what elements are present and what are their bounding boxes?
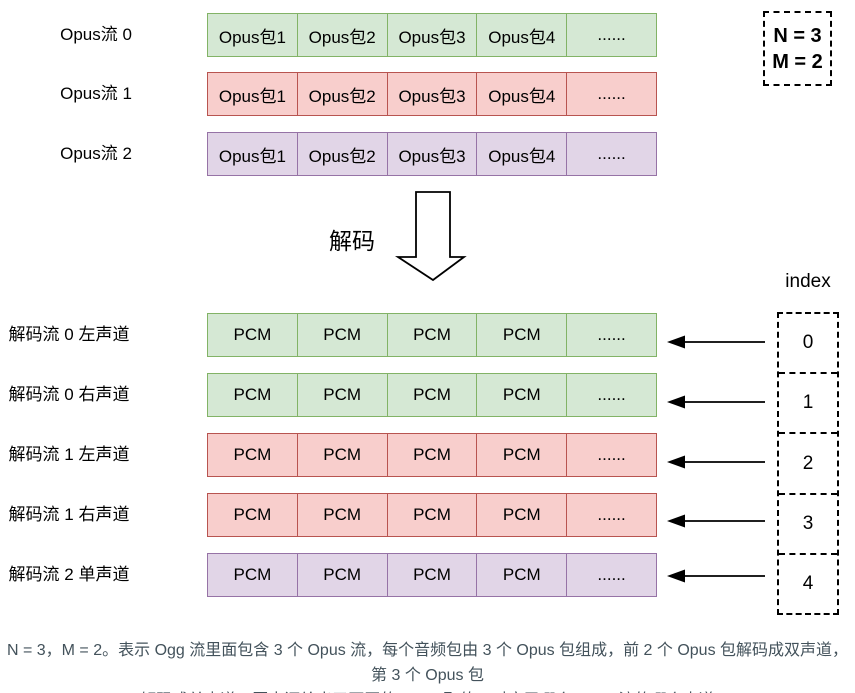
caption-line-1: N = 3，M = 2。表示 Ogg 流里面包含 3 个 Opus 流，每个音频… — [6, 642, 849, 684]
pcm-cell-ellipsis: ...... — [566, 434, 656, 476]
pcm-cell: PCM — [296, 314, 387, 356]
opus-packet-cell: Opus包4 — [476, 14, 566, 56]
opus-packet-cell: Opus包3 — [386, 133, 477, 175]
pcm-cell: PCM — [296, 434, 387, 476]
pcm-cell: PCM — [386, 494, 477, 536]
param-m: M = 2 — [772, 50, 823, 73]
opus-packet-cell: Opus包2 — [296, 14, 387, 56]
pcm-bar-0R: PCM PCM PCM PCM ...... — [207, 373, 657, 417]
index-arrow-icon — [667, 335, 765, 583]
pcm-cell: PCM — [386, 314, 477, 356]
opus-stream-2-bar: Opus包1 Opus包2 Opus包3 Opus包4 ...... — [207, 132, 657, 176]
pcm-cell: PCM — [296, 494, 387, 536]
opus-packet-cell: Opus包1 — [218, 146, 286, 166]
pcm-cell-ellipsis: ...... — [566, 314, 656, 356]
opus-packet-cell-ellipsis: ...... — [566, 14, 656, 56]
opus-packet-cell: Opus包2 — [296, 133, 387, 175]
opus-stream-0-label: Opus流 0 — [60, 25, 132, 44]
index-cell: 0 — [779, 314, 837, 375]
pcm-cell: PCM — [233, 385, 272, 404]
opus-packet-cell-ellipsis: ...... — [566, 133, 656, 175]
param-n: N = 3 — [773, 24, 822, 47]
decoded-stream-0L-label: 解码流 0 左声道 — [8, 325, 130, 344]
pcm-cell-ellipsis: ...... — [566, 494, 656, 536]
pcm-cell: PCM — [296, 374, 387, 416]
opus-packet-cell-ellipsis: ...... — [566, 73, 656, 115]
pcm-bar-1R: PCM PCM PCM PCM ...... — [207, 493, 657, 537]
index-cell: 2 — [779, 434, 837, 495]
pcm-bar-0L: PCM PCM PCM PCM ...... — [207, 313, 657, 357]
decode-down-arrow-icon — [394, 191, 467, 282]
pcm-cell: PCM — [233, 505, 272, 524]
index-title: index — [785, 271, 831, 292]
opus-stream-2-label: Opus流 2 — [60, 144, 132, 163]
decoded-stream-2M-label: 解码流 2 单声道 — [8, 565, 130, 584]
pcm-cell: PCM — [233, 445, 272, 464]
caption-line-2: 解码成单声道。图中还给出了不同的 index 取值，对应于哪个 Opus 流的哪… — [0, 688, 855, 693]
opus-stream-1-bar: Opus包1 Opus包2 Opus包3 Opus包4 ...... — [207, 72, 657, 116]
index-cell: 3 — [779, 495, 837, 555]
opus-packet-cell: Opus包3 — [386, 14, 477, 56]
pcm-cell: PCM — [386, 434, 477, 476]
pcm-cell: PCM — [233, 325, 272, 344]
pcm-cell-ellipsis: ...... — [566, 374, 656, 416]
opus-packet-cell: Opus包3 — [386, 73, 477, 115]
pcm-cell: PCM — [386, 554, 477, 596]
decoded-stream-1L-label: 解码流 1 左声道 — [8, 445, 130, 464]
index-cell: 1 — [779, 374, 837, 435]
opus-packet-cell: Opus包4 — [476, 73, 566, 115]
opus-stream-1-label: Opus流 1 — [60, 84, 132, 103]
pcm-cell: PCM — [476, 494, 566, 536]
pcm-cell: PCM — [476, 314, 566, 356]
pcm-cell: PCM — [476, 554, 566, 596]
opus-stream-0-bar: Opus包1 Opus包2 Opus包3 Opus包4 ...... — [207, 13, 657, 57]
pcm-cell: PCM — [476, 374, 566, 416]
pcm-cell: PCM — [233, 565, 272, 584]
opus-packet-cell: Opus包4 — [476, 133, 566, 175]
pcm-cell: PCM — [296, 554, 387, 596]
caption: N = 3，M = 2。表示 Ogg 流里面包含 3 个 Opus 流，每个音频… — [0, 638, 855, 693]
pcm-bar-2M: PCM PCM PCM PCM ...... — [207, 553, 657, 597]
decoded-stream-1R-label: 解码流 1 右声道 — [8, 505, 130, 524]
pcm-cell: PCM — [476, 434, 566, 476]
pcm-bar-1L: PCM PCM PCM PCM ...... — [207, 433, 657, 477]
index-column: 0 1 2 3 4 — [777, 312, 839, 615]
opus-packet-cell: Opus包1 — [218, 86, 286, 106]
index-cell: 4 — [802, 572, 814, 594]
pcm-cell-ellipsis: ...... — [566, 554, 656, 596]
decode-label: 解码 — [329, 228, 375, 254]
opus-packet-cell: Opus包1 — [218, 27, 286, 47]
decoded-stream-0R-label: 解码流 0 右声道 — [8, 385, 130, 404]
pcm-cell: PCM — [386, 374, 477, 416]
params-box: N = 3 M = 2 — [763, 11, 832, 86]
opus-packet-cell: Opus包2 — [296, 73, 387, 115]
